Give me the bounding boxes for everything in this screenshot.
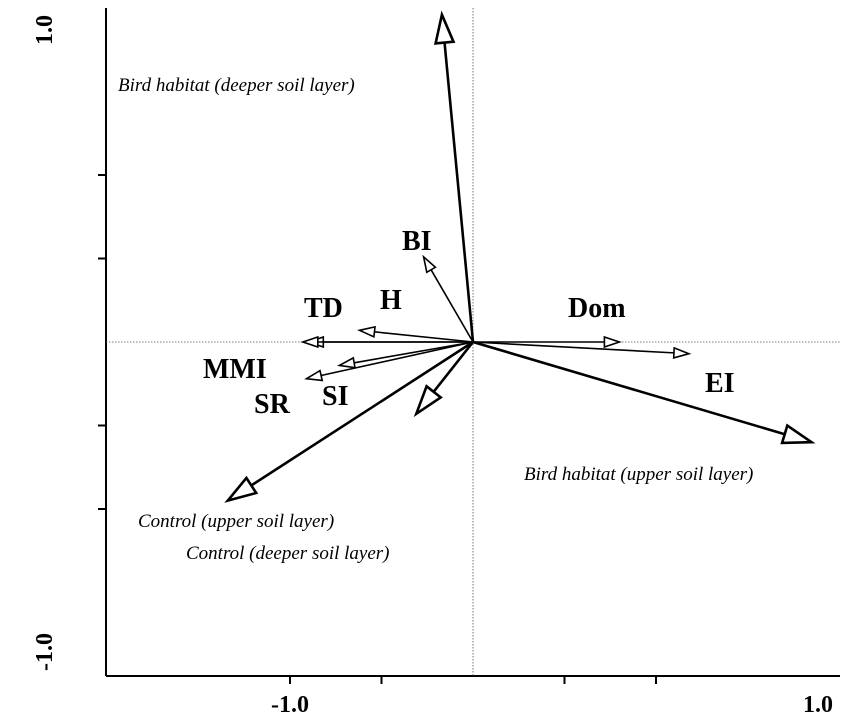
treatment-label-2: Control (upper soil layer) [138,511,334,532]
arrow-si-head [336,356,356,369]
variable-label-bi: BI [402,226,432,257]
arrow-bi [430,269,474,343]
variable-label-mmi: MMI [203,354,267,385]
treatment-arrow-3-head [413,384,443,418]
treatment-arrow-1 [472,340,786,436]
treatment-arrow-1-head [780,423,816,445]
variable-label-td: TD [304,293,343,324]
arrow-mmi-head [300,335,319,349]
treatment-label-3: Control (deeper soil layer) [186,543,390,564]
treatment-arrow-0 [443,42,475,343]
axis-ticks: -1.0 1.0 1.0 -1.0 [32,15,833,718]
arrow-sr-head [304,369,324,382]
variable-label-sr: SR [254,389,291,420]
treatment-arrow-0-head [433,10,456,45]
x-tick-label: 1.0 [803,692,833,718]
treatment-arrow-3 [432,341,475,393]
variable-label-si: SI [322,381,348,412]
variable-label-h: H [380,285,402,316]
y-tick-label: 1.0 [32,15,58,45]
treatment-arrow-2 [250,340,474,487]
arrow-ei [472,341,675,354]
arrow-bi-head [422,254,437,274]
x-tick-label: -1.0 [271,692,309,718]
arrow-h [374,331,474,343]
treatment-arrow-2-head [224,475,259,503]
variable-label-dom: Dom [568,293,626,324]
treatment-label-0: Bird habitat (deeper soil layer) [118,75,355,96]
arrow-h-head [356,325,376,338]
arrow-si [354,341,474,364]
arrow-sr [320,341,474,377]
variable-label-ei: EI [705,368,735,399]
arrows-layer [224,10,816,503]
arrow-ei-head [672,346,692,359]
treatment-label-1: Bird habitat (upper soil layer) [524,464,753,485]
arrow-dom-head [603,335,622,349]
y-tick-label: -1.0 [32,633,58,671]
